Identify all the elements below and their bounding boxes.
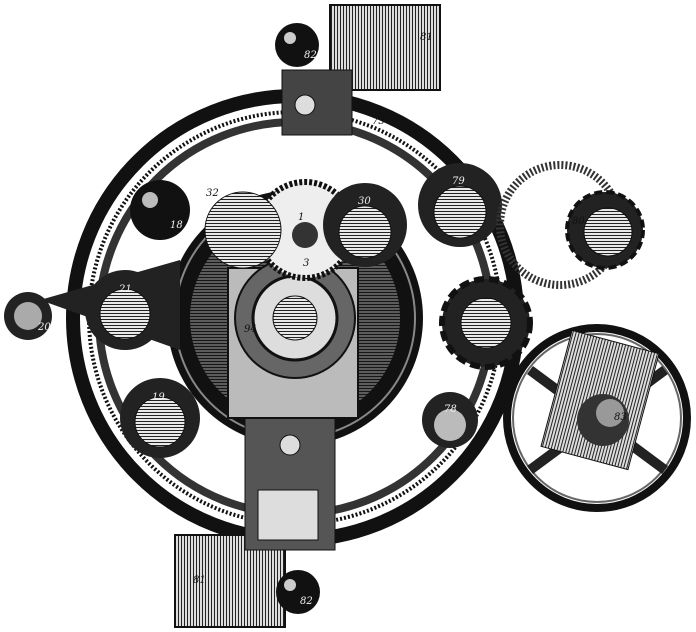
- svg-text:19: 19: [152, 392, 165, 403]
- star-gear: [439, 276, 533, 370]
- handwheel: 83: [503, 324, 691, 512]
- svg-text:3: 3: [303, 258, 309, 269]
- svg-text:82: 82: [304, 50, 317, 61]
- svg-text:82: 82: [300, 596, 313, 607]
- svg-text:83: 83: [614, 412, 627, 423]
- knob-20: 20: [4, 292, 52, 340]
- wheel-30: 30: [323, 183, 407, 267]
- wheel-21: 21: [85, 270, 165, 350]
- svg-text:81: 81: [193, 575, 206, 586]
- bottom-carriage: 81 82: [174, 399, 336, 628]
- svg-text:20: 20: [37, 322, 51, 333]
- svg-text:80: 80: [572, 216, 585, 227]
- svg-text:73: 73: [372, 116, 385, 127]
- svg-text:1: 1: [298, 212, 304, 223]
- wheel-19: 19: [120, 378, 200, 458]
- svg-text:21: 21: [118, 284, 132, 295]
- svg-text:94: 94: [244, 324, 257, 335]
- wheel-78: 78: [422, 392, 478, 448]
- svg-text:32: 32: [206, 188, 219, 199]
- svg-text:30: 30: [358, 196, 371, 207]
- svg-text:78: 78: [444, 404, 457, 415]
- top-carriage: 81 82 73: [275, 4, 441, 136]
- svg-text:79: 79: [452, 176, 465, 187]
- svg-text:18: 18: [170, 220, 183, 231]
- disc-32: 32: [204, 188, 282, 269]
- wheel-79: 79: [418, 163, 502, 247]
- center-plate: 94: [227, 257, 359, 419]
- gear-80: 80: [496, 161, 645, 289]
- svg-text:81: 81: [420, 32, 433, 43]
- ball-18: 18: [130, 180, 190, 240]
